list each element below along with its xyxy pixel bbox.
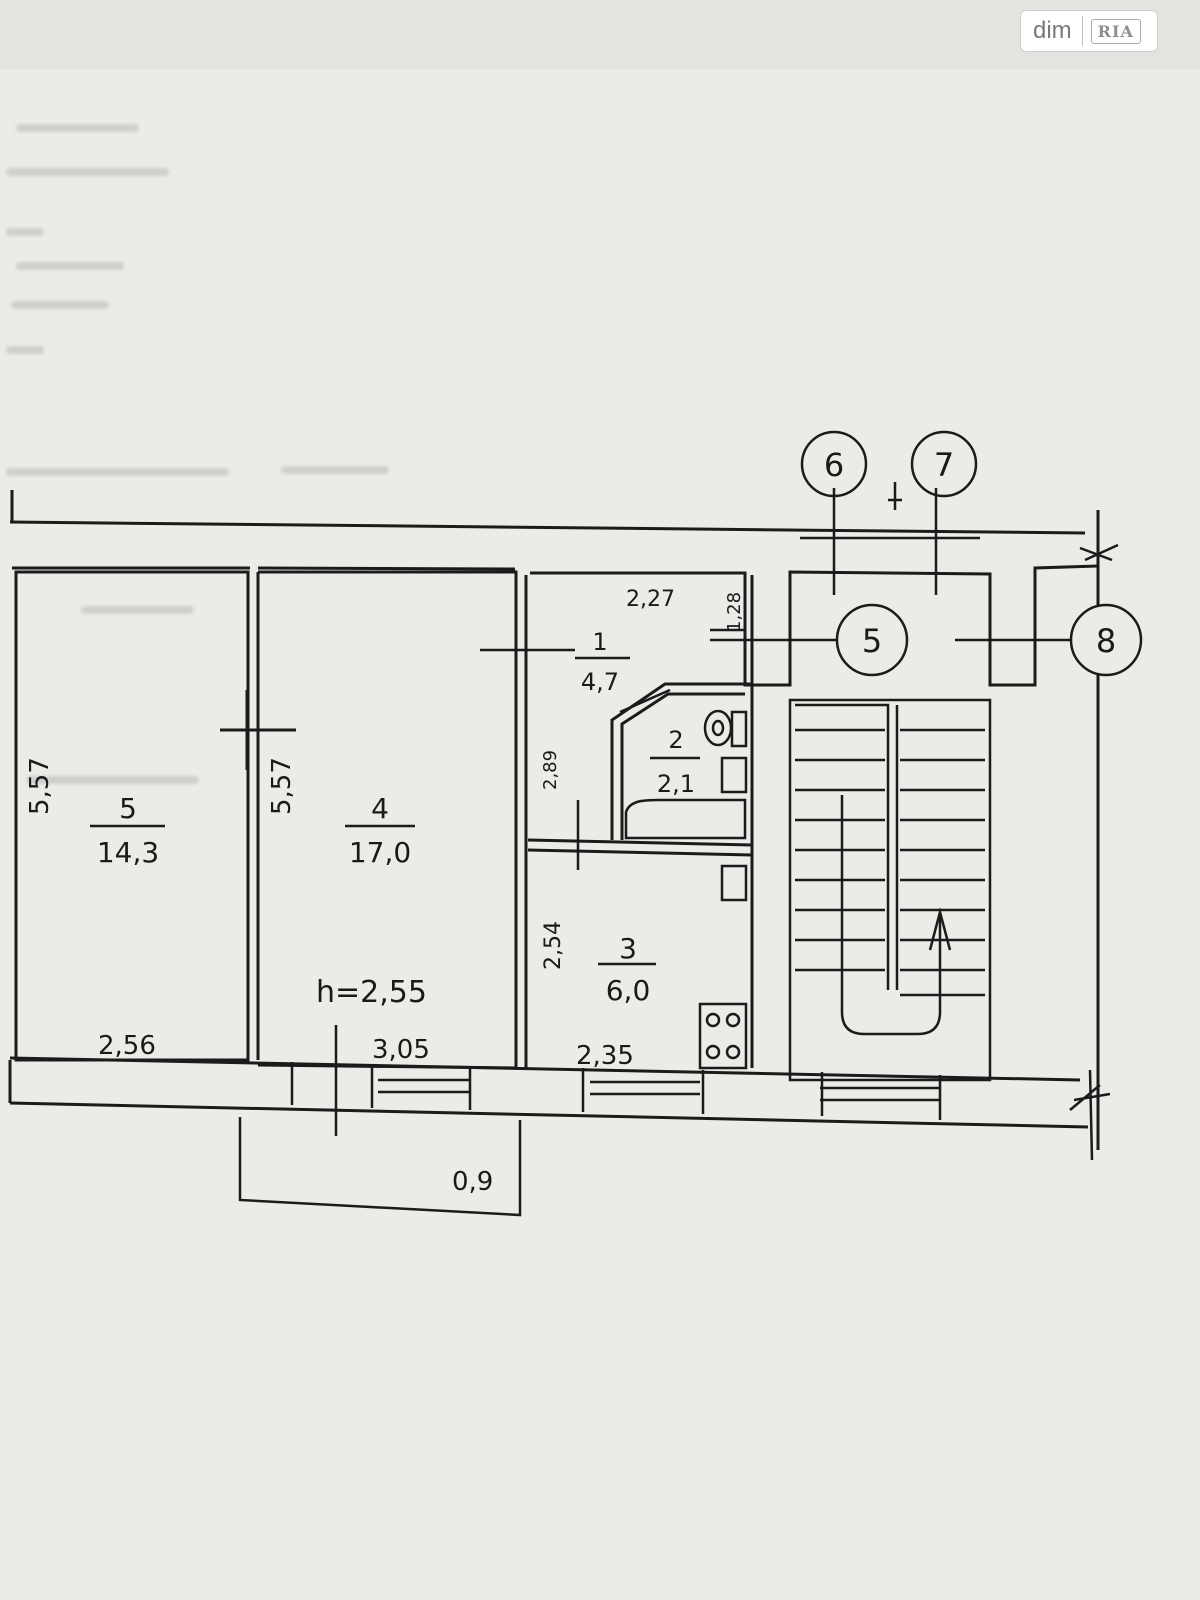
window-marks [290, 1025, 942, 1136]
dim-room5-length: 5,57 [25, 757, 55, 815]
dim-room5-width: 2,56 [98, 1031, 156, 1061]
sink-icon [720, 756, 748, 794]
room-1-area: 4,7 [581, 668, 619, 696]
watermark-divider [1081, 16, 1083, 46]
dimension-labels: 2,56 3,05 2,35 2,27 0,9 h=2,55 5,57 5,57… [25, 587, 745, 1197]
circled-markers: 6 7 5 8 [800, 430, 1143, 677]
bathtub-icon [624, 798, 747, 840]
dim-room3-length: 2,54 [541, 921, 566, 970]
kitchen-sink-icon [720, 864, 748, 902]
room-3-area: 6,0 [606, 974, 651, 1007]
balcony-outline [238, 1117, 522, 1217]
watermark-brand-ria: RIA [1090, 18, 1141, 44]
stairwell [788, 698, 992, 1102]
svg-text:6: 6 [824, 446, 844, 484]
room-2-number: 2 [668, 726, 683, 754]
faded-background-text [6, 124, 389, 784]
room-5-number: 5 [119, 792, 137, 825]
room-2-leader [619, 688, 671, 714]
room-labels: 5 14,3 4 17,0 1 4,7 2 2,1 3 6,0 [90, 628, 700, 1007]
dim-balcony-depth: 0,9 [452, 1167, 493, 1197]
bathroom-fixtures [624, 709, 748, 1070]
room-2-area: 2,1 [657, 770, 695, 798]
dim-room3-width: 2,35 [576, 1041, 634, 1071]
ceiling-height: h=2,55 [316, 975, 427, 1010]
marker-leaders [710, 482, 1119, 1161]
dim-room4-width: 3,05 [372, 1035, 430, 1065]
paper-shadow-top [0, 0, 1200, 70]
marker-8: 8 [1069, 603, 1143, 677]
dim-hall-width: 2,27 [626, 587, 675, 612]
dim-hall-depth: 1,28 [724, 592, 745, 632]
dim-bath-length: 2,89 [540, 750, 561, 790]
partition-5-4 [246, 572, 260, 1060]
svg-text:5: 5 [862, 622, 882, 660]
svg-text:7: 7 [934, 446, 954, 484]
marker-6: 6 [800, 430, 868, 498]
room-4-area: 17,0 [349, 836, 411, 869]
room-3-number: 3 [619, 932, 637, 965]
dim-room4-length: 5,57 [267, 757, 297, 815]
door-mark-room-4 [220, 690, 296, 770]
room-5-area: 14,3 [97, 836, 159, 869]
room-4-number: 4 [371, 792, 389, 825]
room-4-outline [257, 570, 518, 1070]
cistern-icon [730, 710, 748, 748]
stove-icon [698, 1002, 748, 1070]
room-1-number: 1 [592, 628, 607, 656]
watermark-brand-dim: dim [1033, 17, 1072, 44]
dimria-watermark-badge: dim RIA [1020, 10, 1158, 52]
svg-text:8: 8 [1096, 622, 1116, 660]
marker-7: 7 [910, 430, 978, 498]
stair-direction-arrow-icon [928, 907, 952, 951]
marker-5: 5 [835, 603, 909, 677]
